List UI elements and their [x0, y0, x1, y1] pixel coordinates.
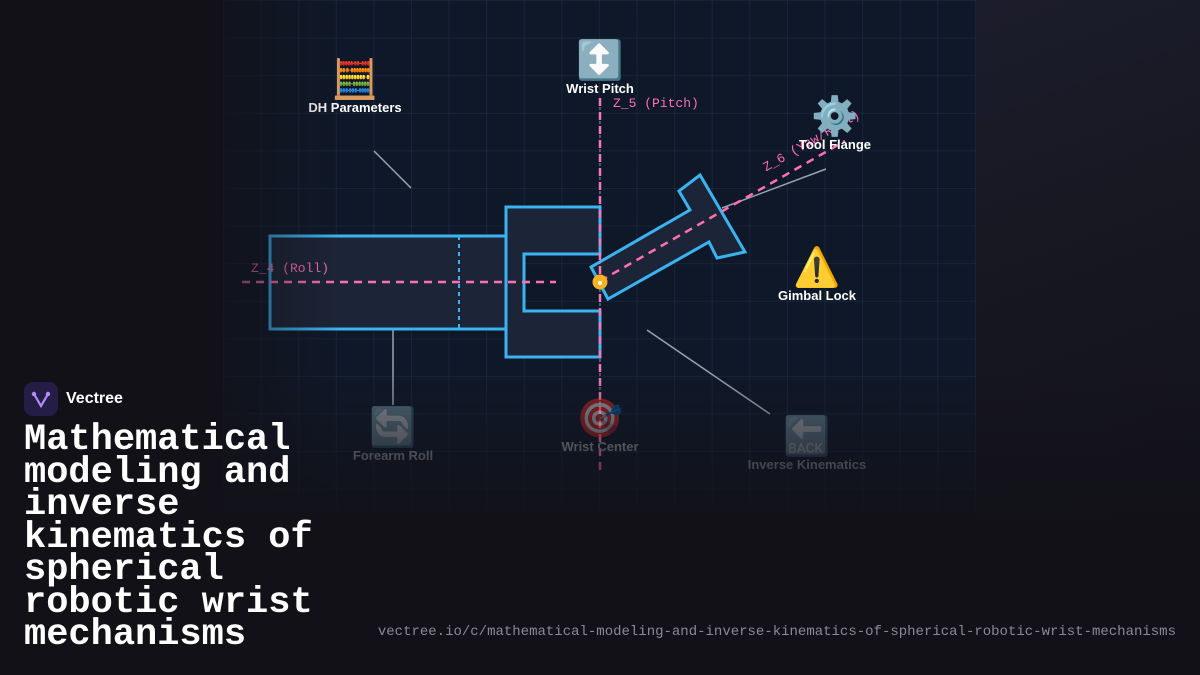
warning-icon: ⚠️ — [793, 247, 841, 289]
target-icon: 🎯 — [576, 398, 624, 440]
axis-label-z4: Z_4 (Roll) — [251, 261, 330, 276]
brand-name: Vectree — [66, 390, 123, 407]
brand: Vectree — [24, 382, 123, 416]
node-dh-parameters: 🧮 DH Parameters — [308, 58, 401, 115]
leader-line-inverse-kinematics — [646, 329, 771, 415]
gear-icon: ⚙️ — [811, 96, 859, 138]
axis-label-z5: Z_5 (Pitch) — [613, 96, 699, 111]
wrist-center-joint-hole — [598, 281, 602, 285]
abacus-icon: 🧮 — [331, 59, 379, 101]
rotate-arrows-icon: 🔄 — [369, 407, 417, 449]
node-inverse-kinematics: 🔙 Inverse Kinematics — [748, 415, 867, 472]
node-wrist-pitch: ↕️ Wrist Pitch — [566, 39, 634, 96]
node-label: Wrist Center — [561, 439, 639, 454]
node-label: Forearm Roll — [352, 448, 434, 463]
leader-line-dh-parameters — [373, 150, 412, 189]
page-title: Mathematical modeling and inverse kinema… — [24, 419, 313, 656]
tool-arm-link — [588, 172, 748, 302]
node-gimbal-lock: ⚠️ Gimbal Lock — [778, 246, 856, 303]
back-arrow-icon: 🔙 — [783, 416, 831, 458]
node-label: Inverse Kinematics — [747, 457, 867, 472]
node-forearm-roll: 🔄 Forearm Roll — [353, 406, 433, 463]
node-wrist-center: 🎯 Wrist Center — [561, 397, 638, 454]
node-label: DH Parameters — [308, 100, 402, 115]
node-label: Tool Flange — [799, 137, 871, 152]
node-label: Gimbal Lock — [777, 288, 857, 303]
vectree-logo-icon — [31, 391, 51, 409]
up-down-arrow-icon: ↕️ — [576, 40, 624, 82]
source-url[interactable]: vectree.io/c/mathematical-modeling-and-i… — [377, 624, 1176, 640]
node-tool-flange: ⚙️ Tool Flange — [799, 95, 871, 152]
brand-logo — [24, 382, 58, 416]
node-label: Wrist Pitch — [566, 81, 634, 96]
